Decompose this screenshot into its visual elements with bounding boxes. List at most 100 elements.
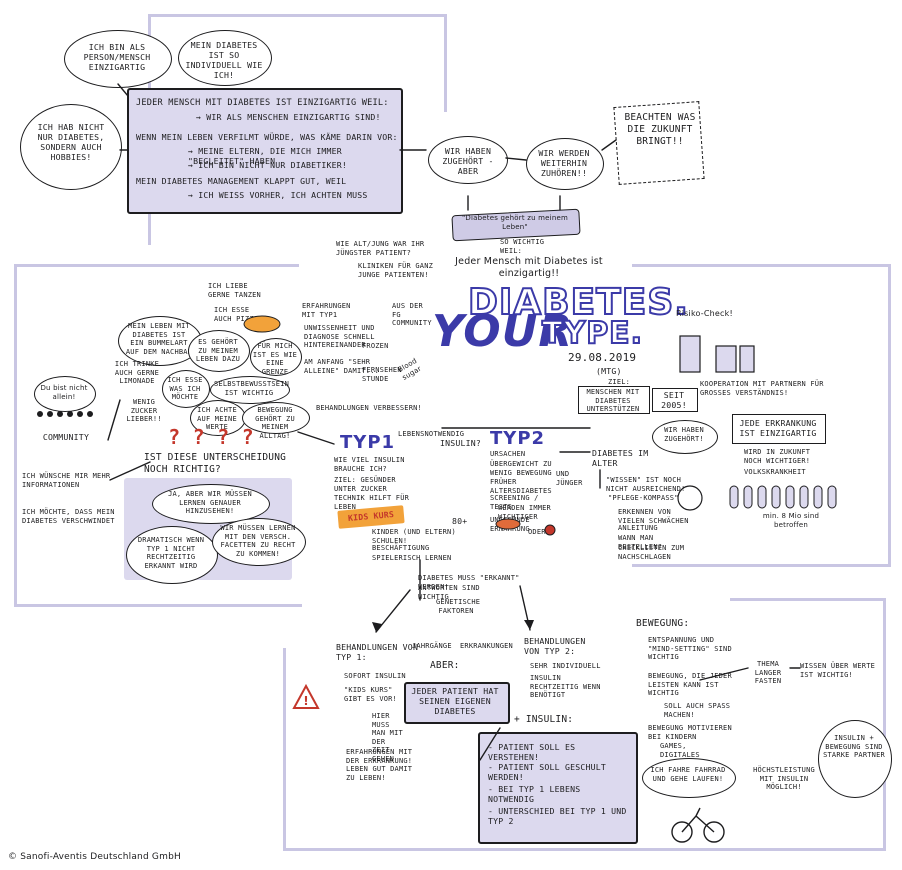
sausage-icon: [495, 518, 521, 530]
t2-tests: werden immer wichtiger: [498, 504, 551, 521]
bubble-knowhow: [162, 370, 210, 408]
legs-text: Genetische Faktoren: [436, 598, 481, 615]
bubble-combo: [818, 720, 892, 798]
t2-item-2: Übergewicht zu wenig Bewegung: [490, 460, 552, 477]
frozen-label: Frozen: [362, 342, 389, 350]
distinction-question: Ist diese Unterscheidung noch richtig?: [144, 452, 287, 475]
t1-item-1: Wie viel Insulin brauche ich?: [334, 456, 405, 473]
treat1-item-1: Sofort Insulin: [344, 672, 406, 680]
svg-text:!: !: [303, 694, 308, 708]
bubble-listened: [428, 136, 508, 184]
bubble-move: [242, 402, 310, 434]
tomato-icon: [544, 524, 556, 536]
move-text: Bewegung gehört zu meinem Alltag!: [255, 406, 295, 440]
life-text: Mein Leben mit Diabetes ist ein Bummelar…: [125, 322, 193, 356]
ans3-text: Wir müssen lernen mit den versch. Facett…: [220, 524, 296, 558]
community-label: Community: [42, 432, 90, 442]
move-item-1: Entspannung und "Mind-Setting" sind wich…: [648, 636, 732, 662]
goal-box: [578, 386, 650, 414]
legs-right: Erkrankungen: [460, 642, 513, 650]
event-date-note: (MTG): [596, 366, 622, 376]
crosslink-1: Diabetes muss "erkannt" werden!: [418, 574, 520, 591]
future-item-2: Volkskrankheit: [744, 468, 806, 476]
bubble-ans2: [126, 526, 218, 584]
event-date: 29.08.2019: [568, 351, 637, 364]
theme-answer: Wissen über Werte ist wichtig!: [800, 662, 876, 679]
move-item-3: soll auch Spaß machen!: [664, 702, 731, 719]
age-note: Aus der FG Community: [392, 302, 432, 328]
heard-text: Wir haben zugehört!: [664, 426, 704, 443]
treat2-item-2: Insulin rechtzeitig wenn benötigt: [530, 674, 601, 700]
t2-item-1: Ursachen: [490, 450, 526, 458]
dance-text: Ich liebe Gerne Tanzen: [208, 282, 261, 299]
bubble-hobbies-text: Ich hab nicht nur Diabetes, sondern auch…: [37, 122, 105, 162]
bubble-alone: [34, 376, 96, 412]
youngest-answer: Kliniken für ganz junge Patienten!: [358, 262, 434, 279]
unique-panel: [127, 88, 403, 214]
bubble-individual-text: Mein Diabetes ist so individuell wie ich…: [185, 40, 263, 80]
age-item-2: "Pflege-Kompass": [608, 494, 679, 502]
theme-text: Thema langer Fasten: [754, 660, 782, 686]
bubble-limit: [250, 338, 302, 376]
future-text: Beachten was die Zukunft bringt!!: [624, 112, 696, 147]
treat1-item-2: "Kids Kurs" gibt es vor!: [344, 686, 397, 703]
crosslink-2: Antworten sind wichtig: [418, 584, 480, 601]
treat1-title: Behandlungen von Typ 1:: [336, 642, 419, 662]
age-item-5: Wann man bestellen?: [618, 534, 663, 551]
each-box: [732, 414, 826, 444]
since-box: [652, 388, 698, 412]
goal-label: Ziel:: [608, 378, 631, 386]
move-title: Bewegung:: [636, 618, 690, 629]
youngest-question: Wie alt/jung war ihr jüngster Patient?: [336, 240, 425, 257]
experience-title: Erfahrungen mit TYP1: [302, 302, 351, 319]
experience-item-2: Am Anfang "sehr alleine" damit...: [304, 358, 380, 375]
lemonade-text: Ich trinke auch gerne Limonade: [114, 360, 160, 386]
panel-line-1: Jeder Mensch mit Diabetes ist einzigarti…: [136, 98, 389, 108]
bubble-hobbies: [20, 104, 122, 190]
insulin-panel: [478, 732, 638, 844]
bubble-unique-person-text: Ich bin als Person/Mensch einzigartig: [83, 42, 151, 72]
pizza-text: Ich esse auch Pizza: [214, 306, 259, 323]
t1-more-3: spielerisch lernen: [372, 554, 452, 562]
wish-1: Ich wünsche mir mehr Informationen: [22, 472, 111, 489]
frame-right-top: [632, 264, 888, 268]
bike-text: Ich fahre Fahrrad und gehe laufen!: [650, 766, 726, 783]
tagline: Jeder Mensch mit Diabetes ist einzigarti…: [455, 256, 603, 279]
food-or: oder: [528, 528, 546, 536]
legs-left: Jahrgänge: [412, 642, 452, 650]
listened-text: Wir haben zugehört - aber: [442, 146, 494, 176]
move-item-4: Bewegung motivieren bei Kindern: [648, 724, 732, 741]
sugar-text: Wenig Zucker lieber!!: [126, 398, 162, 424]
age-80: 80+: [452, 516, 468, 526]
copyright: © Sanofi-Aventis Deutschland GmbH: [8, 852, 181, 862]
quote-text: "Diabetes gehört zu meinem Leben": [461, 214, 568, 231]
panel-line-3: wenn mein Leben verfilmt würde, was käme…: [136, 132, 398, 142]
panel-line-4: → meine Eltern, die mich immer "begleite…: [188, 146, 342, 166]
panel-line-5: → ich bin nicht nur Diabetiker!: [188, 160, 348, 170]
age-item-4: Anleitung: [618, 524, 658, 532]
bubble-individual: [178, 30, 272, 86]
t1-more-2: Beschäftigung: [372, 544, 430, 552]
bubble-selfconf: [210, 376, 290, 404]
t1-item-3: Technik hilft für Leben: [334, 494, 410, 511]
better-treatment: Behandlungen verbessern!: [316, 404, 422, 412]
treat2-title: Behandlungen von Typ 2:: [524, 636, 586, 656]
age-item-3: Erkennen von vielen Schwächen: [618, 508, 689, 525]
t1-item-2: Ziel: Gesünder unter Zucker: [334, 476, 396, 493]
bubble-part: [188, 330, 250, 372]
insulin-item-3: - bei Typ 1 lebens notwendig: [488, 784, 581, 804]
insulin-item-2: - Patient soll geschult werden!: [488, 762, 606, 782]
t2-item-3: Früher Altersdiabetes: [490, 478, 552, 495]
panel-line-2: → wir als Menschen einzigartig sind!: [196, 112, 381, 122]
cooperation: Kooperation mit Partnern für großes Vers…: [700, 380, 824, 397]
treat1-item-4: Erfahrungen mit der Erkrankung! Leben gu…: [346, 748, 413, 782]
aber-text: Jeder Patient hat seinen eigenen Diabete…: [411, 686, 499, 716]
frame-left: [14, 264, 302, 607]
frame-left-top: [14, 264, 299, 268]
age-item-1: "Wissen" ist noch nicht ausreichend!: [606, 476, 686, 493]
frame-bottom-right: [730, 598, 886, 851]
aber-panel: [404, 682, 510, 724]
frame-top-right: [400, 14, 447, 112]
bicycle-icon: [671, 807, 725, 843]
